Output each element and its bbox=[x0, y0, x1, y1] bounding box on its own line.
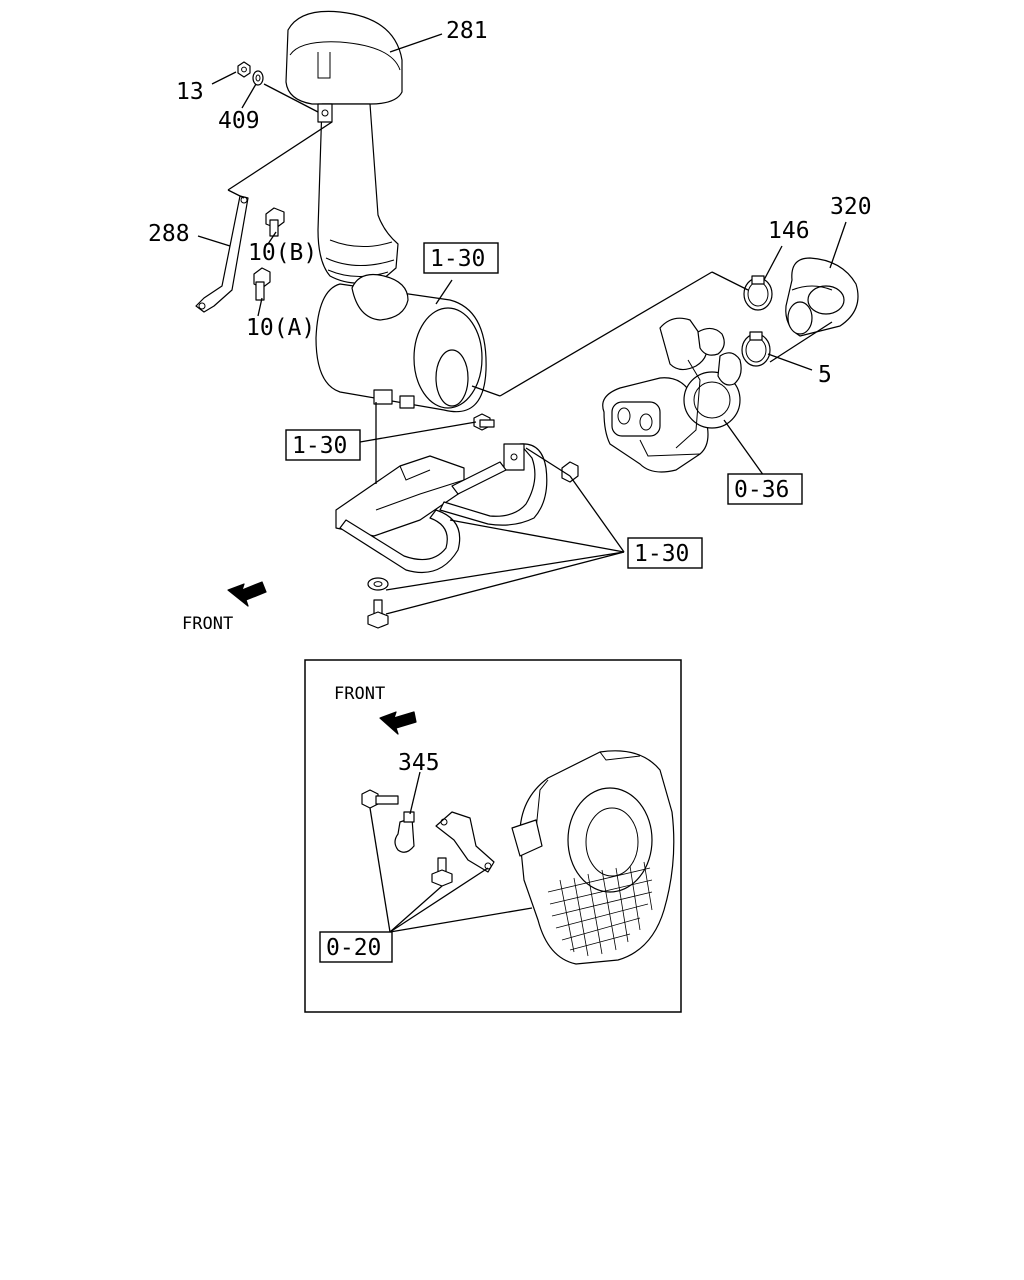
clip-345 bbox=[394, 811, 415, 853]
front-arrow-inset-icon bbox=[379, 711, 417, 735]
inset-bolt-lower bbox=[431, 857, 453, 887]
callout-10a: 10(A) bbox=[246, 315, 315, 341]
hose-clamp-146 bbox=[743, 275, 773, 311]
ref-box-cleaner: 1-30 bbox=[423, 242, 499, 274]
callout-345: 345 bbox=[398, 750, 440, 776]
ref-1-30-cleaner: 1-30 bbox=[430, 246, 485, 272]
ref-1-30-bracket: 1-30 bbox=[634, 541, 689, 567]
callout-13: 13 bbox=[176, 79, 204, 105]
front-label-inset: FRONT bbox=[334, 684, 385, 704]
front-label-main: FRONT bbox=[182, 614, 233, 634]
bracket-lower-bolt bbox=[367, 599, 389, 629]
ref-box-turbo: 0-36 bbox=[727, 473, 803, 505]
duct-tab bbox=[317, 103, 333, 123]
callout-5: 5 bbox=[818, 362, 832, 388]
inset-frame bbox=[304, 659, 682, 1013]
ref-box-inset: 0-20 bbox=[319, 931, 393, 963]
ref-box-bolt: 1-30 bbox=[285, 429, 361, 461]
callout-281: 281 bbox=[446, 18, 488, 44]
bolt-10b bbox=[265, 207, 285, 237]
air-cleaner bbox=[315, 273, 487, 413]
hose-clamp-5 bbox=[741, 331, 771, 367]
turbocharger bbox=[602, 317, 742, 473]
front-arrow-main-icon bbox=[227, 581, 267, 607]
ref-1-30-bolt: 1-30 bbox=[292, 433, 347, 459]
flywheel-housing bbox=[511, 750, 675, 965]
bolt-10a bbox=[253, 267, 271, 301]
callout-146: 146 bbox=[768, 218, 810, 244]
callout-10b: 10(B) bbox=[248, 240, 317, 266]
inset-bolt-upper bbox=[361, 789, 399, 809]
callout-320: 320 bbox=[830, 194, 872, 220]
washer-409 bbox=[252, 70, 264, 86]
leader-lines bbox=[197, 33, 847, 615]
support-rod-288 bbox=[195, 195, 249, 313]
cleaner-bracket bbox=[335, 443, 548, 574]
intake-duct-281 bbox=[285, 10, 403, 284]
bracket-arm bbox=[435, 811, 495, 873]
callout-288: 288 bbox=[148, 221, 190, 247]
callout-409: 409 bbox=[218, 108, 260, 134]
ref-0-20: 0-20 bbox=[326, 935, 381, 961]
intake-hose-320 bbox=[785, 257, 859, 337]
inset-leader-lines bbox=[369, 771, 533, 933]
ref-0-36: 0-36 bbox=[734, 477, 789, 503]
nut-13 bbox=[237, 61, 251, 78]
ref-box-bracket: 1-30 bbox=[627, 537, 703, 569]
bracket-bolt bbox=[473, 413, 495, 431]
bracket-nut bbox=[561, 461, 579, 483]
bracket-washer bbox=[367, 577, 389, 591]
